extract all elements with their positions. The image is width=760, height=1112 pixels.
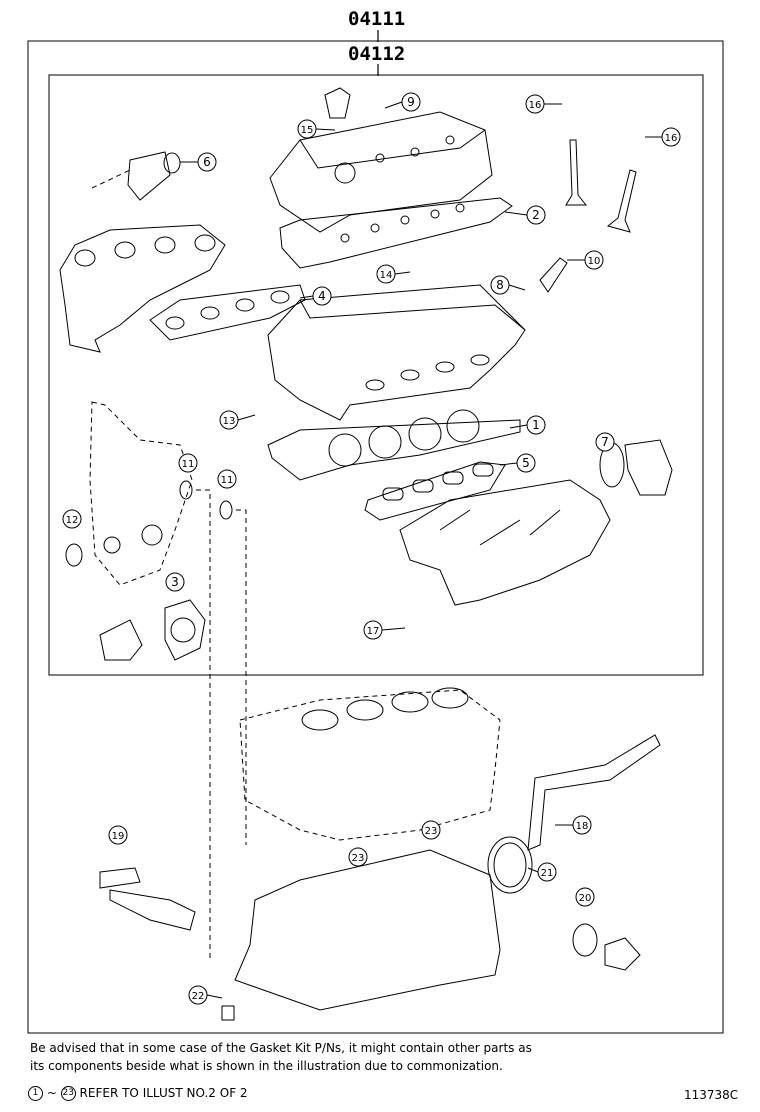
outer-kit-frame: [27, 40, 724, 1034]
callout-1: 1: [526, 415, 546, 435]
svg-text:14: 14: [380, 270, 393, 281]
reference-note: 1 ~ 23 REFER TO ILLUST NO.2 OF 2: [28, 1086, 248, 1101]
svg-text:19: 19: [112, 831, 125, 842]
svg-text:9: 9: [407, 95, 415, 109]
svg-text:3: 3: [171, 575, 179, 589]
svg-text:22: 22: [192, 991, 205, 1002]
callout-11b: 11: [217, 469, 237, 489]
callout-18: 18: [572, 815, 592, 835]
callout-23b: 23: [348, 847, 368, 867]
svg-text:15: 15: [301, 125, 314, 136]
callout-22: 22: [188, 985, 208, 1005]
callout-14: 14: [376, 264, 396, 284]
callout-19: 19: [108, 825, 128, 845]
callout-13: 13: [219, 410, 239, 430]
svg-text:16: 16: [529, 100, 542, 111]
callout-20: 20: [575, 887, 595, 907]
callout-15: 15: [297, 119, 317, 139]
callout-12: 12: [62, 509, 82, 529]
callout-10: 10: [584, 250, 604, 270]
svg-text:17: 17: [367, 626, 380, 637]
note-line-1: Be advised that in some case of the Gask…: [30, 1041, 532, 1055]
svg-text:12: 12: [66, 515, 79, 526]
svg-text:8: 8: [496, 278, 504, 292]
callout-11a: 11: [178, 453, 198, 473]
ref-text: REFER TO ILLUST NO.2 OF 2: [79, 1086, 248, 1100]
svg-text:4: 4: [318, 289, 326, 303]
callout-8: 8: [490, 275, 510, 295]
callout-16b: 16: [661, 127, 681, 147]
callout-4: 4: [312, 286, 332, 306]
svg-text:10: 10: [588, 256, 601, 267]
ref-end-circle: 23: [60, 1086, 76, 1101]
callout-16a: 16: [525, 94, 545, 114]
svg-text:1: 1: [532, 418, 540, 432]
svg-text:11: 11: [182, 459, 195, 470]
callout-6: 6: [197, 152, 217, 172]
callout-7: 7: [595, 432, 615, 452]
callout-17: 17: [363, 620, 383, 640]
note-line-2: its components beside what is shown in t…: [30, 1059, 503, 1073]
svg-text:18: 18: [576, 821, 589, 832]
callout-21: 21: [537, 862, 557, 882]
kit-number-outer: 04111: [348, 8, 405, 30]
svg-text:21: 21: [541, 868, 554, 879]
svg-text:23: 23: [425, 826, 438, 837]
callout-23a: 23: [421, 820, 441, 840]
svg-text:23: 23: [352, 853, 365, 864]
svg-text:6: 6: [203, 155, 211, 169]
svg-text:13: 13: [223, 416, 236, 427]
svg-text:16: 16: [665, 133, 678, 144]
kit-number-inner: 04112: [348, 43, 405, 65]
svg-text:5: 5: [522, 456, 530, 470]
svg-text:11: 11: [221, 475, 234, 486]
svg-text:2: 2: [532, 208, 540, 222]
ref-tilde: ~: [46, 1086, 57, 1100]
callout-3: 3: [165, 572, 185, 592]
svg-text:7: 7: [601, 435, 609, 449]
callout-9: 9: [401, 92, 421, 112]
callout-5: 5: [516, 453, 536, 473]
callout-2: 2: [526, 205, 546, 225]
illustration-id: 113738C: [684, 1088, 739, 1102]
ref-start-circle: 1: [28, 1086, 43, 1101]
svg-text:20: 20: [579, 893, 592, 904]
inner-kit-frame: [48, 74, 704, 676]
